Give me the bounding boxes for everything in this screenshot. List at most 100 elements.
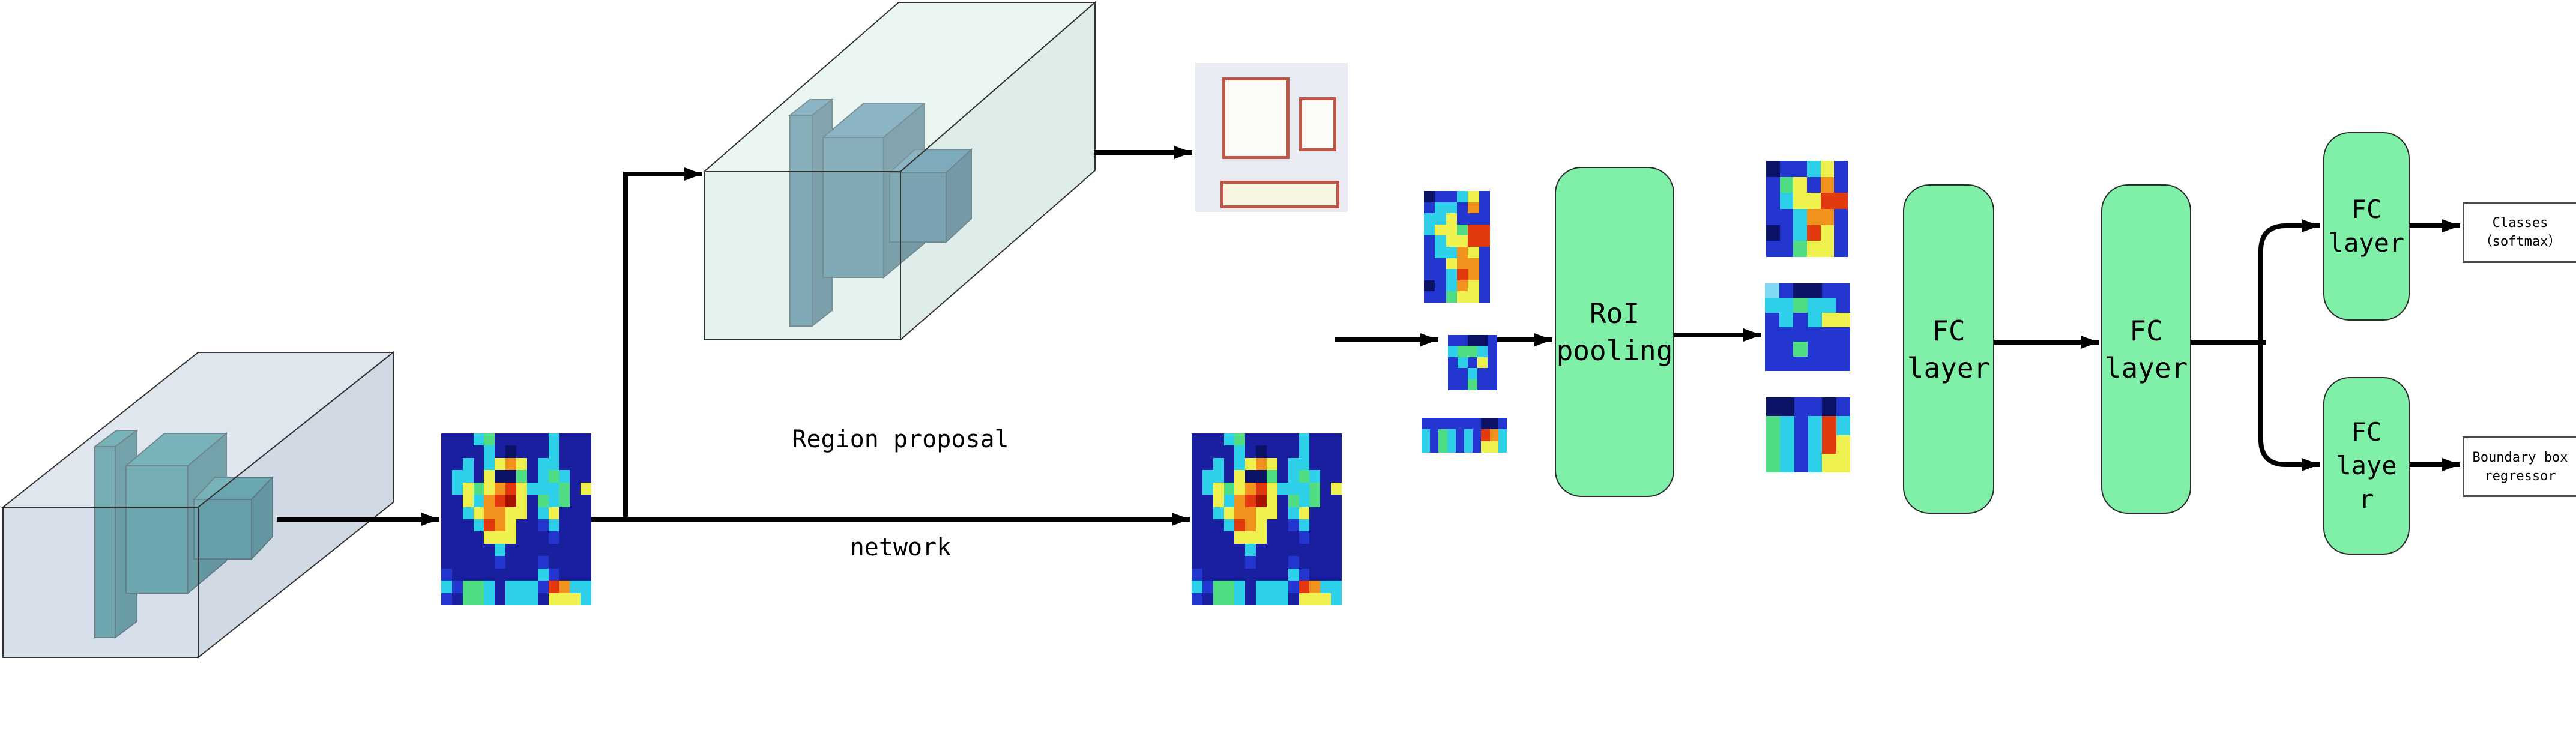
heatmap-cell: [1447, 441, 1456, 453]
heatmap-cell: [1477, 346, 1488, 357]
heatmap-cell: [1277, 543, 1288, 557]
heatmap-cell: [1766, 435, 1781, 454]
heatmap-cell: [1446, 247, 1457, 258]
classes-output-line2: （softmax）: [2479, 234, 2562, 249]
heatmap-cell: [1793, 342, 1808, 357]
heatmap-cell: [570, 433, 581, 446]
heatmap-cell: [1822, 435, 1836, 454]
heatmap-cell: [526, 482, 538, 495]
heatmap-cell: [1779, 342, 1794, 357]
heatmap-cell: [451, 543, 463, 557]
heatmap-cell: [1245, 581, 1256, 593]
heatmap-cell: [1192, 495, 1202, 507]
heatmap-cell: [1309, 457, 1321, 471]
heatmap-cell: [1234, 593, 1246, 605]
heatmap-cell: [1331, 470, 1342, 483]
heatmap-cell: [1299, 433, 1310, 446]
heatmap-cell: [1457, 280, 1468, 292]
heatmap-cell: [495, 593, 506, 605]
heatmap-cell: [1793, 298, 1808, 313]
heatmap-cell: [1435, 280, 1446, 292]
heatmap-cell: [1223, 482, 1235, 495]
heatmap-cell: [1498, 441, 1507, 453]
heatmap-cell: [1234, 445, 1246, 458]
heatmap-cell: [1479, 202, 1490, 214]
heatmap-cell: [495, 495, 506, 507]
heatmap-cell: [1457, 235, 1468, 247]
roi-crop-map-2: [1448, 335, 1497, 390]
heatmap-cell: [495, 445, 506, 458]
heatmap-cell: [473, 457, 484, 471]
heatmap-cell: [484, 543, 495, 557]
heatmap-cell: [1213, 543, 1224, 557]
heatmap-cell: [570, 593, 581, 605]
heatmap-cell: [1320, 543, 1332, 557]
heatmap-cell: [1223, 568, 1235, 581]
heatmap-cell: [1245, 507, 1256, 519]
heatmap-cell: [451, 482, 463, 495]
heatmap-cell: [451, 495, 463, 507]
heatmap-cell: [441, 519, 452, 532]
conv-network-3d-box: [1, 351, 395, 659]
heatmap-cell: [581, 457, 591, 471]
heatmap-cell: [1435, 235, 1446, 247]
heatmap-cell: [1455, 429, 1464, 441]
heatmap-cell: [559, 507, 570, 519]
heatmap-cell: [548, 470, 560, 483]
proposal-rect-large: [1222, 77, 1290, 159]
fc-layer-bbox-box: FC laye r: [2323, 377, 2410, 555]
heatmap-cell: [1481, 418, 1490, 430]
heatmap-cell: [570, 531, 581, 544]
heatmap-cell: [1487, 379, 1497, 390]
heatmap-cell: [548, 433, 560, 446]
heatmap-cell: [537, 507, 549, 519]
heatmap-cell: [1320, 519, 1332, 532]
heatmap-cell: [441, 543, 452, 557]
heatmap-cell: [1309, 470, 1321, 483]
heatmap-cell: [484, 457, 495, 471]
heatmap-cell: [1213, 470, 1224, 483]
heatmap-cell: [484, 433, 495, 446]
heatmap-cell: [484, 482, 495, 495]
heatmap-cell: [1288, 531, 1299, 544]
heatmap-cell: [451, 519, 463, 532]
heatmap-cell: [1424, 247, 1435, 258]
heatmap-cell: [1331, 482, 1342, 495]
bbox-output-box: Boundary box regressor: [2463, 436, 2576, 497]
heatmap-cell: [1430, 429, 1439, 441]
heatmap-cell: [1765, 298, 1779, 313]
heatmap-cell: [537, 470, 549, 483]
heatmap-cell: [570, 556, 581, 569]
heatmap-cell: [526, 507, 538, 519]
heatmap-cell: [1320, 593, 1332, 605]
heatmap-cell: [1435, 224, 1446, 236]
heatmap-cell: [1256, 556, 1267, 569]
heatmap-cell: [1820, 161, 1835, 177]
heatmap-cell: [1309, 581, 1321, 593]
heatmap-cell: [581, 593, 591, 605]
heatmap-cell: [451, 507, 463, 519]
heatmap-cell: [1467, 335, 1478, 346]
heatmap-cell: [1309, 543, 1321, 557]
heatmap-cell: [1267, 482, 1277, 495]
heatmap-cell: [1256, 568, 1267, 581]
heatmap-cell: [1192, 531, 1202, 544]
heatmap-cell: [1793, 193, 1807, 209]
heatmap-cell: [559, 581, 570, 593]
heatmap-cell: [1473, 429, 1482, 441]
heatmap-cell: [1299, 531, 1310, 544]
heatmap-cell: [548, 507, 560, 519]
heatmap-cell: [1435, 202, 1446, 214]
heatmap-cell: [1331, 581, 1342, 593]
heatmap-cell: [484, 445, 495, 458]
heatmap-cell: [1256, 531, 1267, 544]
heatmap-cell: [1793, 176, 1807, 193]
heatmap-cell: [1479, 258, 1490, 270]
heatmap-cell: [1223, 457, 1235, 471]
heatmap-cell: [484, 470, 495, 483]
heatmap-cell: [1438, 418, 1447, 430]
heatmap-cell: [1766, 397, 1781, 417]
heatmap-cell: [516, 556, 527, 569]
heatmap-cell: [1489, 418, 1498, 430]
heatmap-cell: [1424, 213, 1435, 225]
